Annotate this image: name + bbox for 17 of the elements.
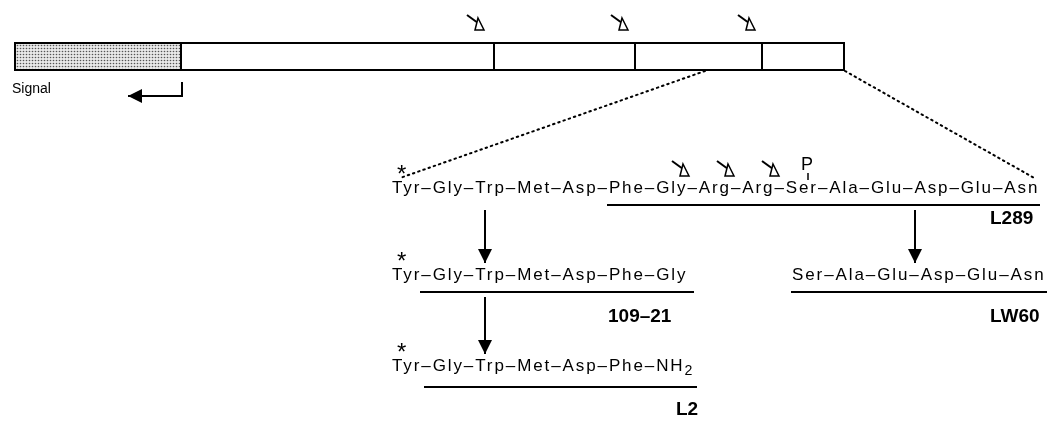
precursor-segment xyxy=(763,42,845,71)
precursor-segment xyxy=(495,42,636,71)
phosphate-mark: P xyxy=(801,155,813,173)
arrow xyxy=(478,296,492,355)
peptide-name: L2 xyxy=(676,398,699,420)
precursor-segment xyxy=(182,42,495,71)
peptide-name: LW60 xyxy=(990,305,1040,327)
precursor-segment xyxy=(636,42,763,71)
arrow xyxy=(908,209,922,264)
peptide-sequence: Ser–Ala–Glu–Asp–Glu–Asn xyxy=(792,265,1046,285)
arrow xyxy=(478,209,492,264)
dotted-line xyxy=(844,70,1036,179)
peptide-name: 109–21 xyxy=(608,305,672,327)
dotted-line xyxy=(399,70,706,179)
segment-label: Signal xyxy=(12,80,51,96)
peptide-name: L289 xyxy=(990,207,1034,229)
signal-segment xyxy=(14,42,182,71)
